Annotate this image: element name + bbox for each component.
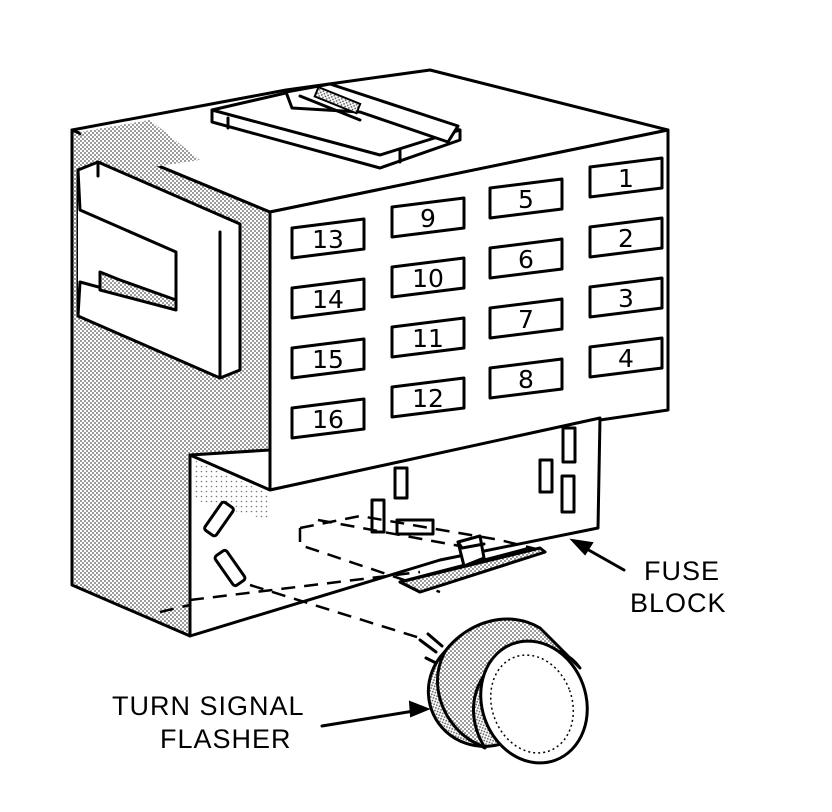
lower-section-shade [194,460,268,520]
fuse-slot-3: 3 [588,276,664,319]
fuse-slot-number: 12 [412,384,444,413]
fuse-slot-outline [488,177,564,220]
mounting-bracket [76,160,242,380]
fuse-slot-outline [290,337,366,380]
fuse-slot-outline [588,276,664,319]
fuse-slot-outline [588,156,664,199]
turn-signal-flasher [418,617,589,765]
fuse-slot-11: 11 [390,316,466,359]
fuse-slot-number: 4 [618,344,634,373]
fuse-slot-outline [488,237,564,280]
fuse-block-label-line2: BLOCK [630,588,727,618]
fuse-slot-number: 15 [312,345,344,374]
flasher-label-line2: FLASHER [160,724,292,754]
fuse-block-leader [569,538,626,572]
fuse-slot-16: 16 [290,397,366,440]
fuse-slot-outline [588,336,664,379]
fuse-slot-number: 13 [312,225,344,254]
fuse-slot-6: 6 [488,237,564,280]
fuse-slot-number: 2 [618,224,634,253]
fuse-block-top-shadow [80,120,200,175]
fuse-slot-outline [488,357,564,400]
fuse-slot-outline [290,277,366,320]
lower-terminal-slots [203,426,577,588]
fuse-slot-number: 16 [312,405,344,434]
top-latch [210,82,462,170]
fuse-slot-12: 12 [390,376,466,419]
fuse-slot-number: 5 [518,185,534,214]
fuse-slot-number: 3 [618,284,634,313]
fuse-slot-outline [488,297,564,340]
fuse-slot-number: 8 [518,365,534,394]
fuse-slot-outline [588,216,664,259]
fuse-slot-outline [290,397,366,440]
fuse-slot-5: 5 [488,177,564,220]
fuse-slot-number: 14 [312,285,344,314]
fuse-slot-9: 9 [390,196,466,239]
flasher-leader [320,700,431,728]
fuse-slot-8: 8 [488,357,564,400]
fuse-slot-outline [290,217,366,260]
flasher-label-line1: TURN SIGNAL [112,691,305,721]
fuse-block-label-line1: FUSE [644,556,720,586]
fuse-slot-number: 6 [518,245,534,274]
flasher-socket-clip [398,534,547,594]
fuse-slot-7: 7 [488,297,564,340]
fuse-slot-number: 7 [518,305,534,334]
fuse-slot-15: 15 [290,337,366,380]
fuse-slot-number: 9 [420,204,436,233]
fuse-slot-4: 4 [588,336,664,379]
fuse-slot-number: 11 [412,324,444,353]
fuse-slot-outline [390,376,466,419]
fuse-block-lower-section [188,416,602,638]
fuse-slot-2: 2 [588,216,664,259]
flasher-socket-hidden-lines [159,514,541,640]
fuse-slot-number: 10 [412,264,444,293]
fuse-slot-10: 10 [390,256,466,299]
fuse-slot-outline [390,316,466,359]
fuse-slot-outline [390,256,466,299]
fuse-slot-number: 1 [618,164,634,193]
fuse-slot-13: 13 [290,217,366,260]
fuse-slot-1: 1 [588,156,664,199]
fuse-slot-14: 14 [290,277,366,320]
fuse-slot-outline [390,196,466,239]
fuse-block-front-face [268,128,670,492]
